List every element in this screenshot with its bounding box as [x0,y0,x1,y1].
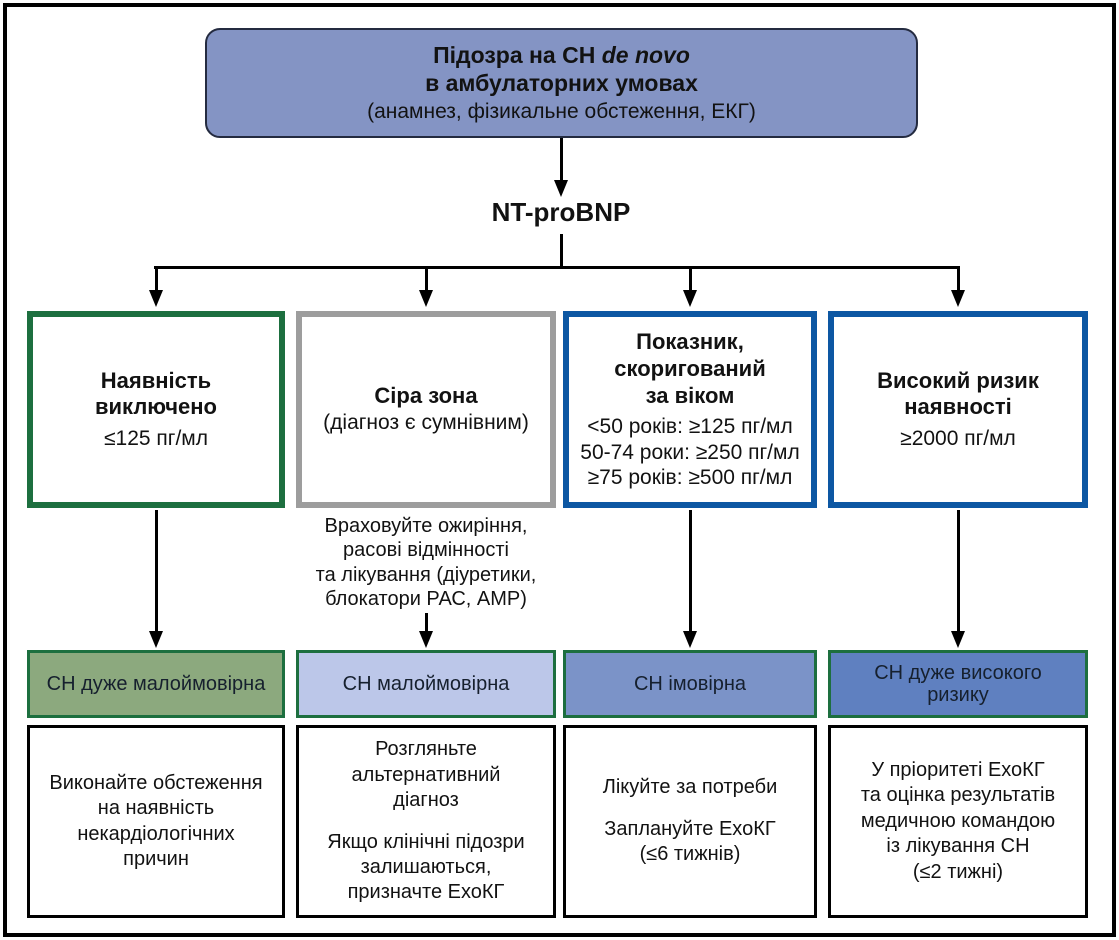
action-treat-schedule-echo: Лікуйте за потреби Заплануйте ЕхоКГ (≤6 … [563,725,817,918]
arrow-col3-head [683,631,697,648]
arrow-col4-head [951,631,965,648]
branch-drop-3-head [683,290,697,307]
action-paragraph: Розгляньте альтернативний діагноз [351,738,501,812]
node-gray-zone-subtitle: (діагноз є сумнівним) [323,411,529,435]
arrow-col1-line [155,510,158,632]
node-gray-zone-title: Сіра зона [374,383,478,409]
node-high-risk: Високий ризик наявності ≥2000 пг/мл [828,311,1088,508]
arrow-col2-line [425,613,428,634]
node-age-adjusted-thresholds: <50 років: ≥125 пг/мл 50-74 роки: ≥250 п… [580,415,800,489]
node-age-adjusted: Показник, скоригований за віком <50 рокі… [563,311,817,508]
arrow-start-to-biomarker-line [560,138,563,182]
start-title-line2: в амбулаторних умовах [425,70,698,97]
band-hf-probable: СН імовірна [563,650,817,718]
column-rule-out: Наявність виключено ≤125 пг/мл СН дуже м… [27,311,285,918]
arrow-col1-head [149,631,163,648]
start-title-text: Підозра на СН [433,41,602,68]
branch-drop-2-head [419,290,433,307]
node-age-adjusted-title: Показник, скоригований за віком [614,328,766,408]
branch-drop-4-head [951,290,965,307]
band-hf-unlikely: СН малоймовірна [296,650,556,718]
column-age-adjusted: Показник, скоригований за віком <50 рокі… [563,311,817,918]
node-gray-zone: Сіра зона (діагноз є сумнівним) [296,311,556,508]
outer-frame [3,3,1116,937]
start-subtitle: (анамнез, фізикальне обстеження, ЕКГ) [367,100,756,124]
band-hf-very-unlikely: СН дуже малоймовірна [27,650,285,718]
action-priority-echo: У пріоритеті ЕхоКГ та оцінка результатів… [828,725,1088,918]
node-excluded: Наявність виключено ≤125 пг/мл [27,311,285,508]
action-noncardiac-workup: Виконайте обстеження на наявність некард… [27,725,285,918]
action-paragraph: У пріоритеті ЕхоКГ та оцінка результатів… [860,759,1056,883]
column-high-risk: Високий ризик наявності ≥2000 пг/мл СН д… [828,311,1088,918]
branch-drop-4-line [957,268,960,292]
start-title-italic: de novo [601,41,690,68]
branch-horizontal-line [154,266,960,269]
node-excluded-threshold: ≤125 пг/мл [104,427,208,451]
gray-zone-note: Враховуйте ожиріння, расові відмінності … [315,515,537,611]
node-excluded-title: Наявність виключено [95,367,217,420]
node-high-risk-title: Високий ризик наявності [877,367,1039,420]
branch-drop-1-line [155,268,158,292]
start-node: Підозра на СН de novo в амбулаторних умо… [205,28,918,138]
start-title: Підозра на СН de novo [433,41,690,70]
branch-drop-2-line [425,268,428,292]
arrow-col3-line [689,510,692,632]
action-alternative-diagnosis: Розгляньте альтернативний діагноз Якщо к… [296,725,556,918]
action-paragraph: Виконайте обстеження на наявність некард… [49,771,263,870]
action-paragraph: Лікуйте за потреби [602,776,778,799]
branch-stub-line [560,234,563,267]
arrow-start-to-biomarker-head [554,180,568,197]
arrow-col2-head [419,631,433,648]
action-paragraph: Якщо клінічні підозри залишаються, призн… [327,830,525,904]
branch-drop-1-head [149,290,163,307]
arrow-col4-line [957,510,960,632]
biomarker-label: NT-proBNP [491,197,631,227]
column-gray-zone: Сіра зона (діагноз є сумнівним) Враховуй… [296,311,556,918]
band-hf-very-high-risk: СН дуже високого ризику [828,650,1088,718]
node-high-risk-threshold: ≥2000 пг/мл [900,427,1016,451]
branch-drop-3-line [689,268,692,292]
action-paragraph: Заплануйте ЕхоКГ (≤6 тижнів) [604,817,776,866]
